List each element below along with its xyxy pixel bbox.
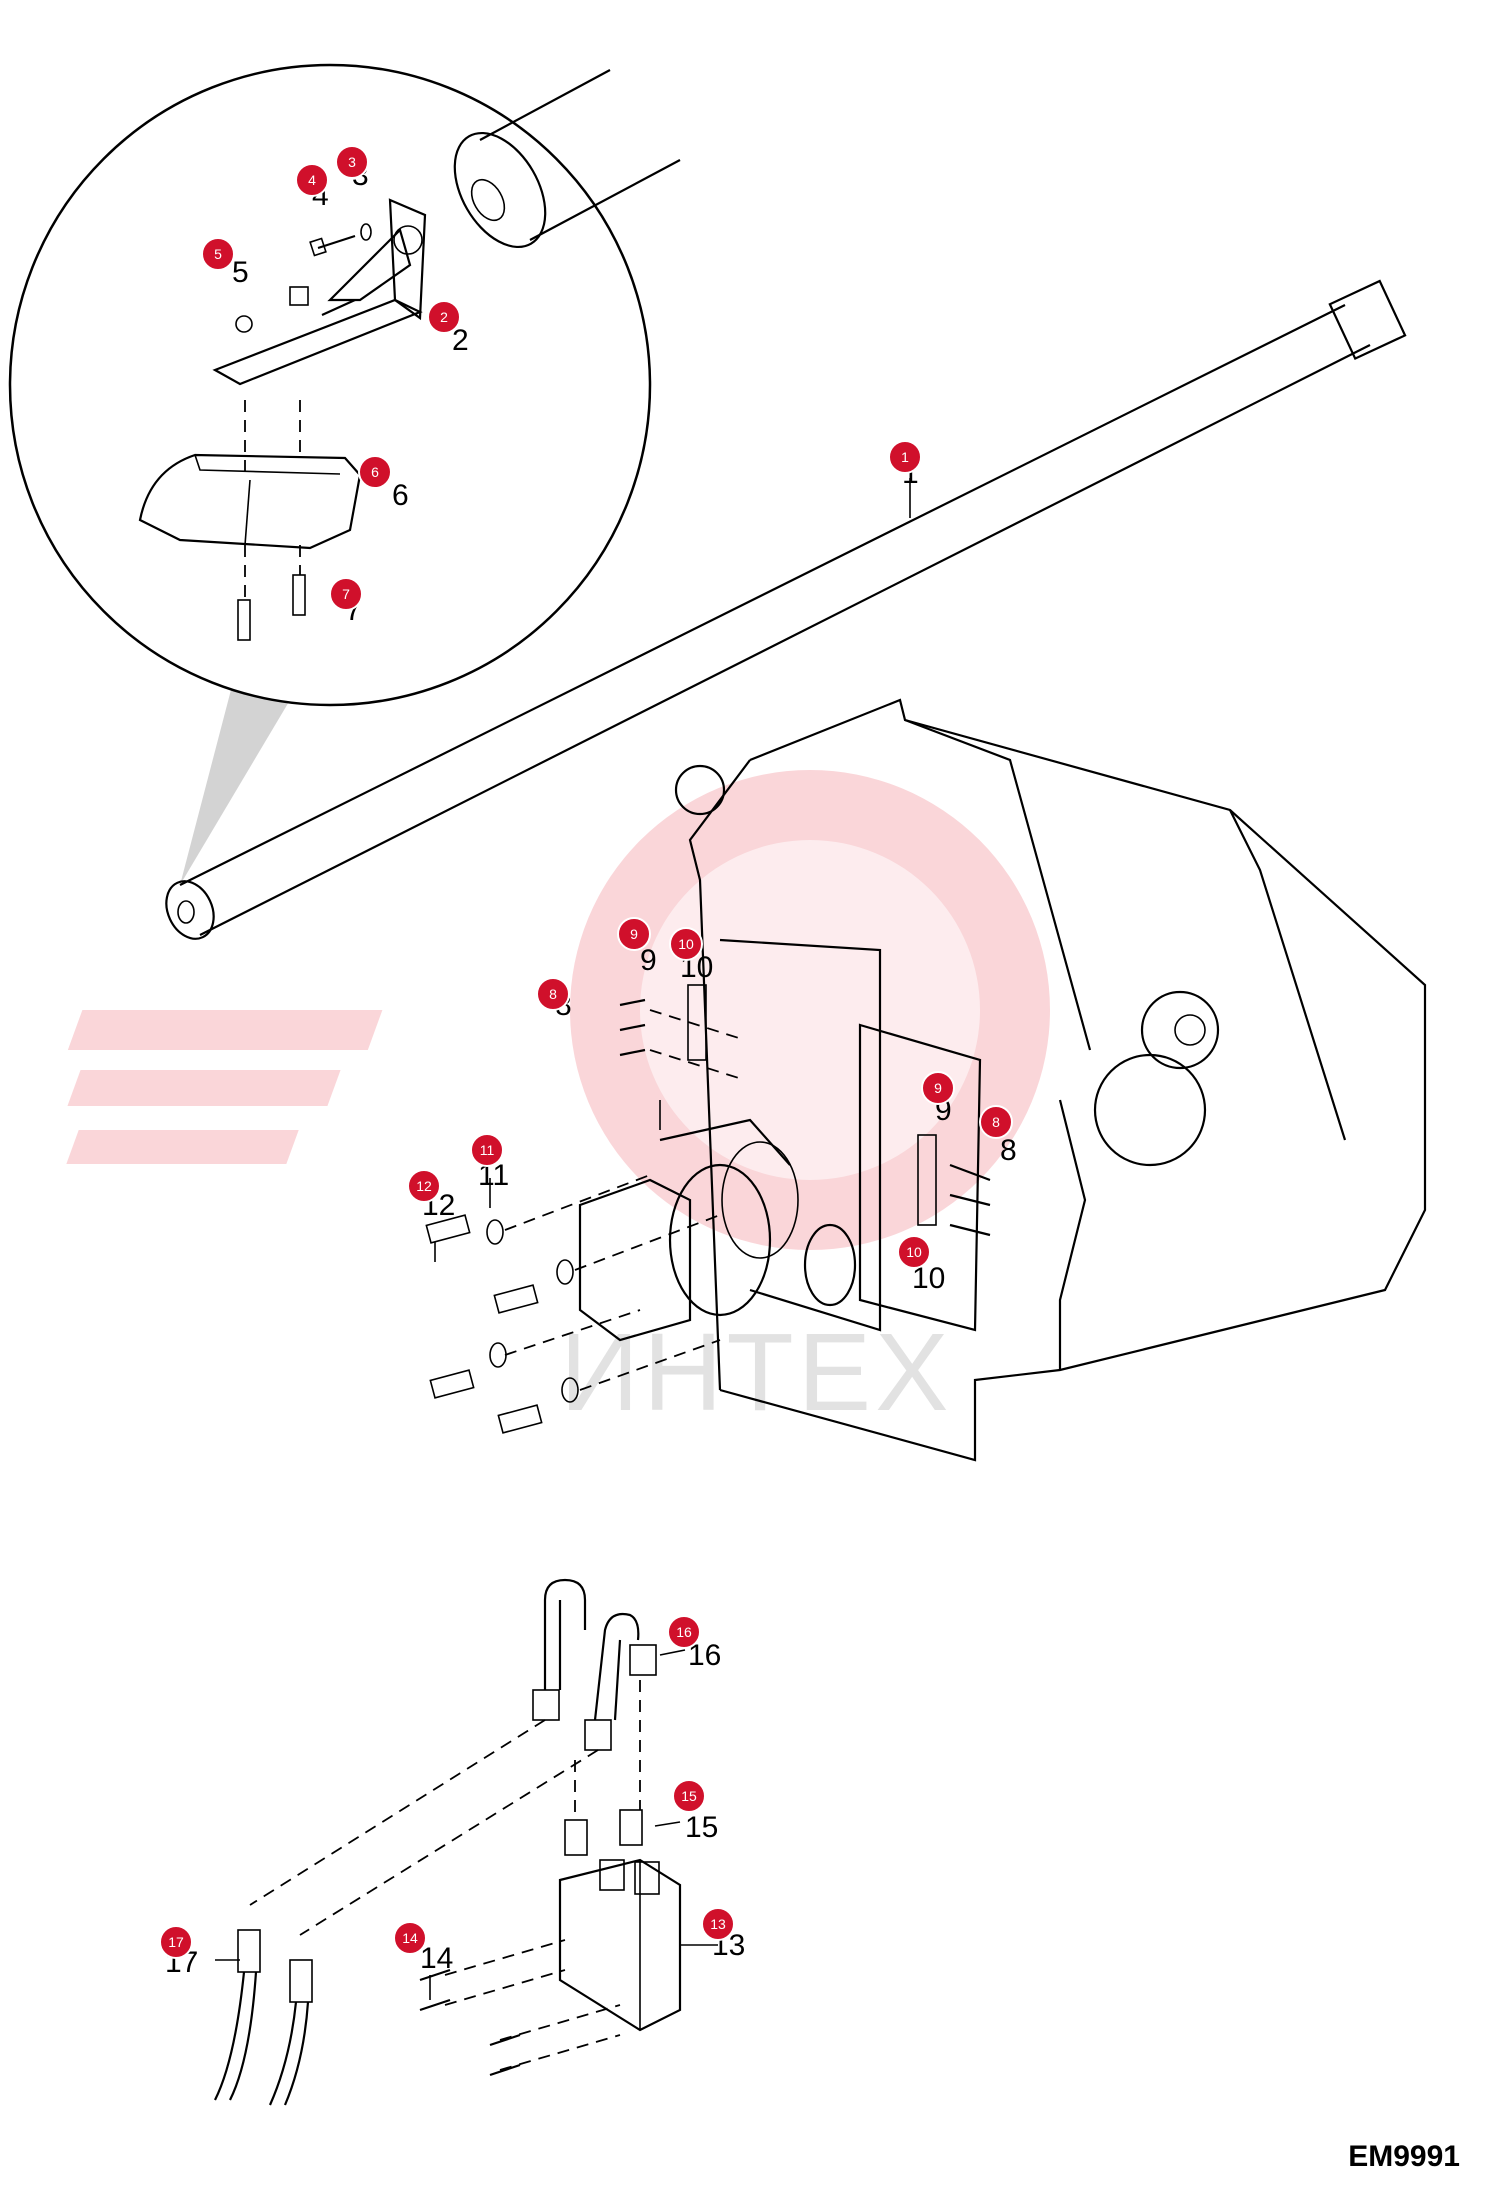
svg-text:13: 13 <box>710 1916 726 1932</box>
callout-8-left[interactable]: 8 <box>536 977 570 1011</box>
long-cylinder <box>165 279 1407 940</box>
svg-text:3: 3 <box>348 154 356 170</box>
svg-text:11: 11 <box>480 1142 495 1158</box>
part-number-2: 2 <box>452 324 469 357</box>
svg-text:10: 10 <box>906 1244 922 1260</box>
svg-text:8: 8 <box>992 1114 1000 1130</box>
callout-17[interactable]: 17 <box>159 1925 193 1959</box>
callout-8-right[interactable]: 8 <box>979 1105 1013 1139</box>
callout-6[interactable]: 6 <box>358 455 392 489</box>
figure-code: EM9991 <box>1348 2140 1460 2173</box>
hydraulic-tubes <box>249 1578 657 1936</box>
svg-text:6: 6 <box>371 464 379 480</box>
callout-10-left[interactable]: 10 <box>669 927 703 961</box>
detail-zoom-circle <box>8 63 652 885</box>
callout-11[interactable]: 11 <box>470 1133 504 1167</box>
svg-text:8: 8 <box>549 986 557 1002</box>
callout-4[interactable]: 4 <box>295 163 329 197</box>
part-number-15: 15 <box>685 1811 718 1844</box>
svg-text:7: 7 <box>342 586 350 602</box>
part-number-9-left: 9 <box>640 944 657 977</box>
svg-text:14: 14 <box>402 1930 418 1946</box>
detail-bracket <box>212 198 427 480</box>
left-fastener-group <box>619 984 746 1081</box>
callout-9-left[interactable]: 9 <box>617 917 651 951</box>
svg-text:2: 2 <box>440 309 448 325</box>
frame-housing <box>674 698 1427 1462</box>
svg-text:9: 9 <box>934 1080 942 1096</box>
callout-13[interactable]: 13 <box>701 1907 735 1941</box>
callout-15[interactable]: 15 <box>672 1779 706 1813</box>
watermark-logo: ИНТЕХ <box>66 770 1050 1434</box>
callout-5[interactable]: 5 <box>201 237 235 271</box>
svg-text:16: 16 <box>676 1624 692 1640</box>
part-number-6: 6 <box>392 479 409 512</box>
part-number-14: 14 <box>420 1942 453 1975</box>
svg-text:10: 10 <box>678 936 694 952</box>
watermark-text: ИНТЕХ <box>560 1311 952 1434</box>
callout-14[interactable]: 14 <box>393 1921 427 1955</box>
right-fastener-group <box>917 1134 991 1237</box>
svg-text:5: 5 <box>214 246 222 262</box>
valve-block <box>419 1809 682 2077</box>
svg-text:12: 12 <box>416 1178 432 1194</box>
callout-9-right[interactable]: 9 <box>921 1071 955 1105</box>
callout-3[interactable]: 3 <box>335 145 369 179</box>
hoses <box>214 1929 313 2106</box>
leader-lines <box>215 478 911 2000</box>
callout-2[interactable]: 2 <box>427 300 461 334</box>
svg-text:17: 17 <box>168 1934 184 1950</box>
part-number-5: 5 <box>232 256 249 289</box>
callout-16[interactable]: 16 <box>667 1615 701 1649</box>
svg-text:1: 1 <box>901 449 909 465</box>
motor-assembly <box>578 1118 857 1342</box>
mount-screws <box>425 1174 721 1434</box>
detail-cylinder <box>453 69 681 249</box>
callout-7[interactable]: 7 <box>329 577 363 611</box>
svg-text:9: 9 <box>630 926 638 942</box>
detail-fasteners-top <box>235 223 372 333</box>
svg-text:4: 4 <box>308 172 316 188</box>
callout-12[interactable]: 12 <box>407 1169 441 1203</box>
callout-10-right[interactable]: 10 <box>897 1235 931 1269</box>
detail-guide-block <box>138 453 362 641</box>
svg-text:15: 15 <box>681 1788 697 1804</box>
part-number-8-right: 8 <box>1000 1134 1017 1167</box>
callout-1[interactable]: 1 <box>888 440 922 474</box>
